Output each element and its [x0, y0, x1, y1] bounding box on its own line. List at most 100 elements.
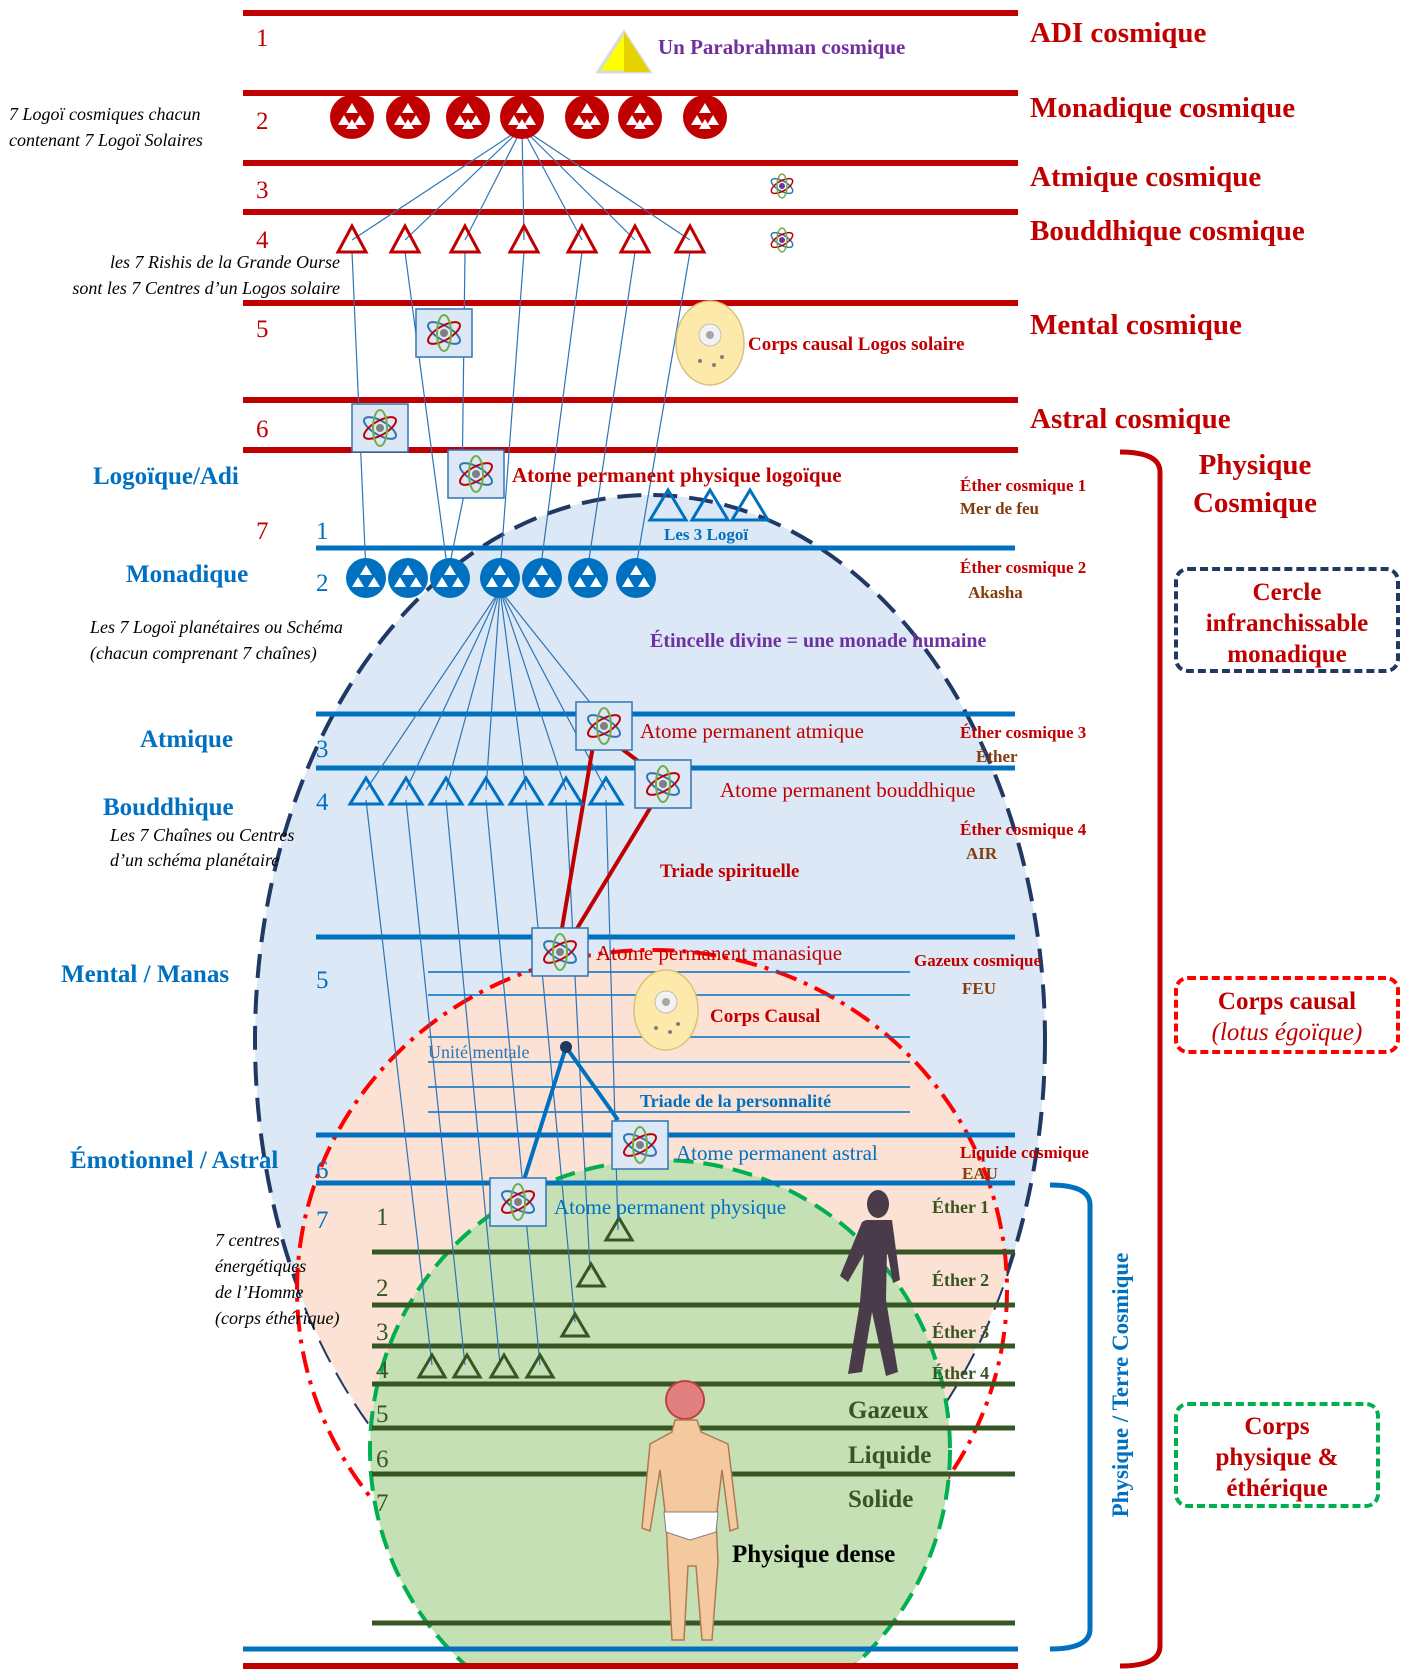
- cosmic-plane-number: 3: [256, 177, 269, 204]
- system-subplane-number: 1: [316, 518, 329, 545]
- eau-label: EAU: [962, 1164, 998, 1183]
- triangle-icon: [559, 1311, 591, 1338]
- air-label: AIR: [966, 844, 998, 863]
- causal-body-outline: [295, 948, 1009, 1632]
- rishis-note: sont les 7 Centres d’un Logos solaire: [72, 278, 340, 298]
- atome-atmique-label: Atome permanent atmique: [640, 719, 864, 743]
- cosmic-logos-icon: [500, 95, 544, 139]
- legend-monadic-circle: Cercle infranchissable monadique: [1174, 567, 1400, 673]
- atom-icon: [415, 308, 473, 358]
- triangle-icon: [388, 222, 422, 254]
- atom-icon: [489, 1177, 547, 1227]
- physical-subplane-number: 2: [376, 1275, 389, 1302]
- physique-terre-cosmique-label: Physique / Terre Cosmique: [1108, 1253, 1133, 1518]
- solide-label: Solide: [848, 1486, 913, 1513]
- triangle-icon: [467, 775, 505, 806]
- triangle-icon: [673, 222, 707, 254]
- triangle-icon: [448, 222, 482, 254]
- cosmic-logoi-circles: [330, 95, 727, 139]
- legend-physical-line: physique &: [1215, 1444, 1339, 1471]
- system-plane-label: Bouddhique: [103, 794, 234, 821]
- legend-monadic-line: monadique: [1227, 641, 1347, 668]
- atom-icon: [634, 759, 692, 809]
- physique-cosmique-label: Cosmique: [1193, 487, 1317, 519]
- triangle-icon: [347, 775, 385, 806]
- planetary-logos-icon: [616, 558, 656, 598]
- atom-icons: [351, 308, 692, 1227]
- triangle-icon: [451, 1352, 483, 1379]
- triade-personnalite-label: Triade de la personnalité: [640, 1091, 831, 1111]
- connector-lines: [351, 127, 691, 1366]
- physical-subplane-number: 5: [376, 1401, 389, 1428]
- cosmic-plane-label: Atmique cosmique: [1030, 161, 1261, 193]
- physique-cosmique-bracket: [1119, 449, 1163, 1669]
- physique-terre-bracket: [1049, 1182, 1093, 1652]
- three-logoi-label: Les 3 Logoï: [664, 525, 748, 544]
- centres-note: de l’Homme: [215, 1282, 303, 1302]
- triangle-icon: [603, 1215, 635, 1242]
- logoi-planetaires-note: (chacun comprenant 7 chaînes): [90, 643, 317, 664]
- physical-subplane-number: 4: [376, 1357, 389, 1384]
- parabrahman-label: Un Parabrahman cosmique: [658, 35, 905, 59]
- corps-causal-label: Corps Causal: [710, 1006, 820, 1027]
- system-subplane-number: 4: [316, 789, 329, 816]
- atome-astral-label: Atome permanent astral: [676, 1141, 878, 1165]
- cosmic-plane-number: 2: [256, 108, 269, 135]
- small-atom-icon: [770, 227, 794, 253]
- causal-body-icon-cosmic: [675, 300, 745, 386]
- centres-note: énergétiques: [215, 1256, 306, 1276]
- system-subplane-number: 2: [316, 570, 329, 597]
- atom-icon: [447, 449, 505, 499]
- atome-bouddhique-label: Atome permanent bouddhique: [720, 778, 975, 802]
- legend-monadic-line: infranchissable: [1205, 610, 1369, 637]
- triangle-icon: [507, 222, 541, 254]
- logoi-cosmiques-note: 7 Logoï cosmiques chacun: [9, 104, 200, 124]
- atome-manasique-label: Atome permanent manasique: [596, 941, 842, 965]
- walking-human-icon: [840, 1190, 900, 1376]
- cosmic-logos-icon: [446, 95, 490, 139]
- cosmic-plane-number: 4: [256, 227, 269, 254]
- mer-de-feu-label: Mer de feu: [960, 499, 1039, 518]
- legend-physical-line: éthérique: [1226, 1475, 1328, 1502]
- legend-causal-subtitle: (lotus égoïque): [1211, 1019, 1363, 1046]
- triangle-icon: [387, 775, 425, 806]
- physical-subplane-number: 6: [376, 1446, 389, 1473]
- causal-logos-label: Corps causal Logos solaire: [748, 334, 965, 355]
- unite-mentale-label: Unité mentale: [428, 1042, 529, 1062]
- planetary-logos-icon: [522, 558, 562, 598]
- triangle-icon: [524, 1352, 556, 1379]
- legend-monadic-line: Cercle: [1252, 579, 1322, 606]
- system-plane-label: Monadique: [126, 561, 248, 588]
- triangle-icon: [507, 775, 545, 806]
- triade-spirituelle-label: Triade spirituelle: [660, 861, 800, 882]
- etheric-centres-triangles: [416, 1215, 635, 1379]
- atom-icon: [531, 927, 589, 977]
- parabrahman-icon: [595, 29, 653, 74]
- cosmic-plane-number: 5: [256, 316, 269, 343]
- cosmic-logos-icon: [618, 95, 662, 139]
- system-plane-label: Atmique: [140, 726, 233, 753]
- dense-physical-human-icon: [641, 1380, 739, 1641]
- gazeux-label: Gazeux: [848, 1397, 929, 1424]
- unite-mentale-dot: [560, 1041, 572, 1053]
- chain-triangles: [347, 775, 625, 806]
- system-subplane-number: 5: [316, 967, 329, 994]
- physique-dense-label: Physique dense: [732, 1541, 895, 1568]
- centres-note: (corps éthérique): [215, 1308, 339, 1329]
- feu-label: FEU: [962, 979, 996, 998]
- physical-subplane-lines: [372, 1249, 1015, 1626]
- three-logoi-triangles: [647, 487, 771, 522]
- system-plane-lines: [243, 545, 1018, 1652]
- system-plane-label: Logoïque/Adi: [93, 463, 239, 490]
- atome-logoique-label: Atome permanent physique logoïque: [512, 463, 842, 487]
- small-atom-icon: [770, 173, 794, 199]
- ether-4-label: Éther 4: [932, 1362, 989, 1383]
- chaines-note: Les 7 Chaînes ou Centres: [109, 825, 294, 845]
- cosmic-logos-icon: [386, 95, 430, 139]
- cosmic-logos-icon: [330, 95, 374, 139]
- triangle-icon: [416, 1352, 448, 1379]
- logoi-planetaires-note: Les 7 Logoï planétaires ou Schéma: [89, 617, 343, 637]
- cosmic-plane-number: 6: [256, 416, 269, 443]
- system-subplane-number: 3: [316, 736, 329, 763]
- triangle-icon: [335, 222, 369, 254]
